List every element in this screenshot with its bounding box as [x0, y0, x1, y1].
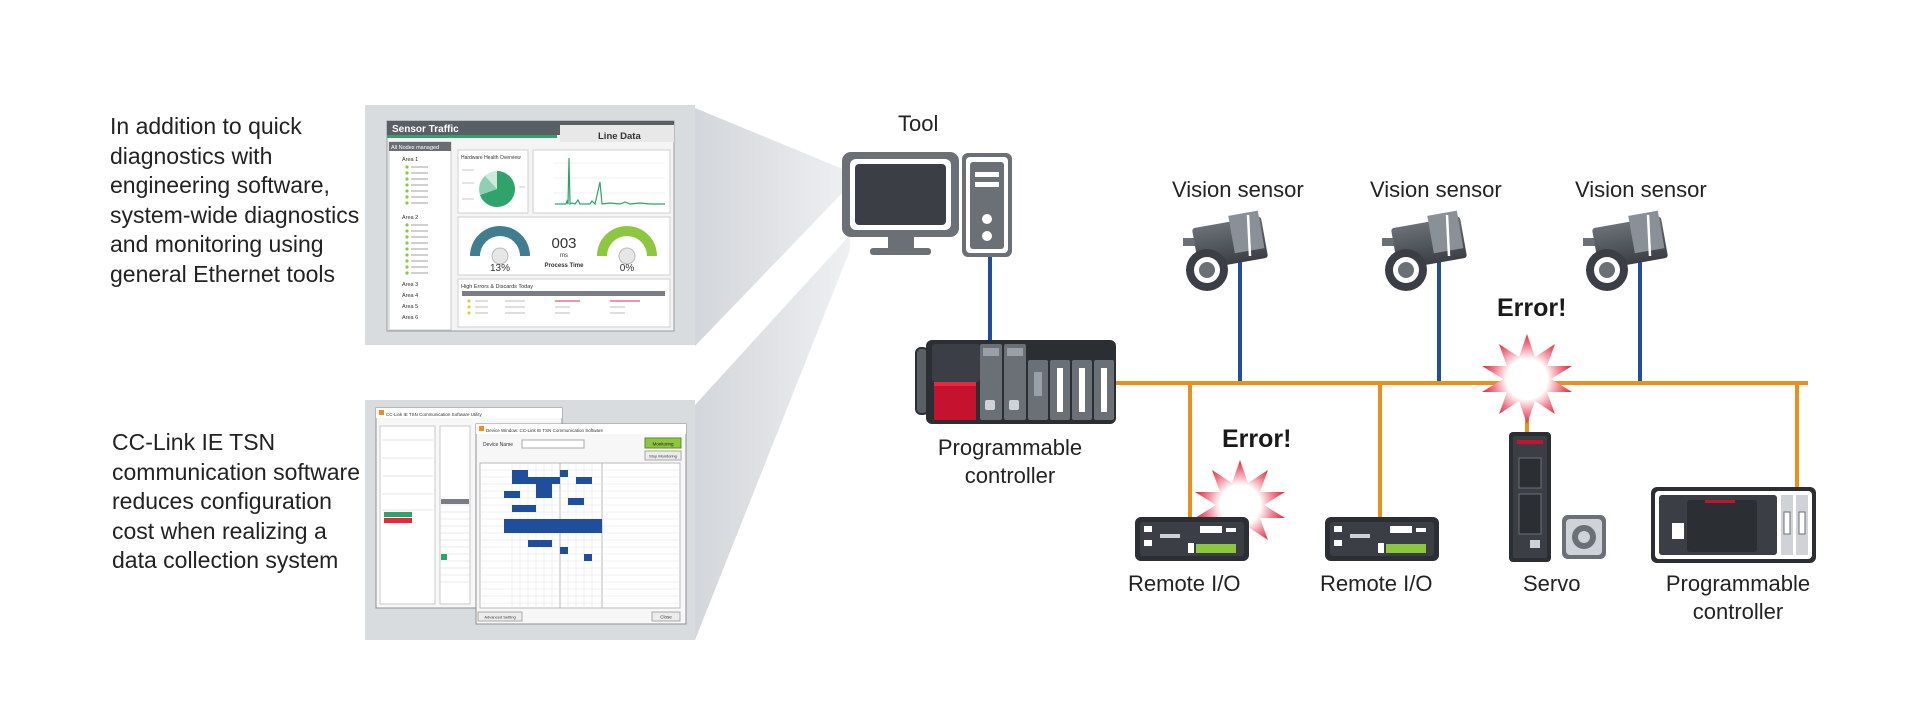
projection-beam-top: [695, 108, 850, 346]
gauge-right: [597, 226, 657, 256]
remote-io-icon-2: [1325, 517, 1439, 561]
area-3: Area 3: [402, 282, 418, 288]
process-time-value: 003: [551, 235, 576, 252]
error-label-remote-io: Error!: [1222, 425, 1292, 453]
line-data-tab: Line Data: [598, 131, 641, 142]
vision-sensor-label-2: Vision sensor: [1370, 177, 1502, 202]
stop-monitoring-button[interactable]: Stop Monitoring: [649, 454, 677, 459]
remote-io-label-1: Remote I/O: [1128, 571, 1241, 596]
tsn-front-window-title: Device Window: CC-Link IE TSN Communicat…: [486, 428, 603, 433]
remote-io-label-2: Remote I/O: [1320, 571, 1433, 596]
process-time-label: Process Time: [545, 263, 585, 269]
errors-table-title: High Errors & Discards Today: [461, 284, 533, 290]
vision-sensor-icon-1: [1183, 210, 1268, 291]
nodes-sidebar: [388, 141, 452, 331]
plc-main-label-line1: Programmable: [937, 435, 1083, 460]
remote-io-icon-1: [1135, 517, 1249, 561]
tsn-software-screenshot: CC-Link IE TSN Communication Software Ut…: [375, 407, 687, 625]
sensor-traffic-title: Sensor Traffic: [392, 124, 459, 135]
plc-main-label-line2: controller: [964, 463, 1056, 488]
servo-label: Servo: [1523, 571, 1581, 596]
plc-right-icon: [1651, 487, 1816, 563]
advanced-setting-button[interactable]: Advanced Setting: [484, 615, 515, 620]
vision-sensor-label-3: Vision sensor: [1575, 177, 1707, 202]
vision-sensor-icon-2: [1382, 210, 1467, 291]
area-6: Area 6: [402, 315, 418, 321]
plc-main-label: Programmable controller: [930, 434, 1090, 490]
tool-label: Tool: [898, 111, 939, 136]
plc-main-icon: [915, 340, 1116, 424]
projection-beam-bottom: [695, 235, 850, 640]
plc-right-label: Programmable controller: [1658, 570, 1818, 626]
servo-icon: [1509, 432, 1606, 562]
vision-sensor-label-1: Vision sensor: [1172, 177, 1304, 202]
tsn-back-window-title: CC-Link IE TSN Communication Software Ut…: [386, 412, 482, 417]
caption-tsn-software: CC-Link IE TSN communication software re…: [112, 429, 360, 573]
vision-sensor-icon-3: [1583, 210, 1668, 291]
area-2: Area 2: [402, 215, 418, 221]
caption-ethernet-diagnostics: In addition to quick diagnostics with en…: [110, 113, 360, 287]
gauge-left: [470, 226, 530, 256]
area-4: Area 4: [402, 293, 418, 299]
monitoring-button[interactable]: Monitoring: [652, 442, 674, 447]
health-overview-title: Hardware Health Overview: [461, 155, 521, 161]
sensor-traffic-screenshot: Sensor Traffic Line Data All Nodes manag…: [386, 120, 675, 332]
gauge-left-value: 13%: [490, 263, 510, 274]
device-name-label: Device Name: [483, 442, 513, 448]
sidebar-header: All Nodes managed: [391, 145, 439, 151]
gauge-right-value: 0%: [620, 263, 635, 274]
process-time-unit: ms: [560, 253, 568, 259]
area-5: Area 5: [402, 304, 418, 310]
area-1: Area 1: [402, 157, 418, 163]
plc-right-label-line1: Programmable: [1665, 571, 1811, 596]
close-button[interactable]: Close: [660, 615, 672, 620]
computer-icon: [842, 152, 1012, 257]
error-burst-icon-2: [1482, 334, 1572, 424]
plc-right-label-line2: controller: [1692, 599, 1784, 624]
error-label-servo: Error!: [1497, 294, 1567, 322]
